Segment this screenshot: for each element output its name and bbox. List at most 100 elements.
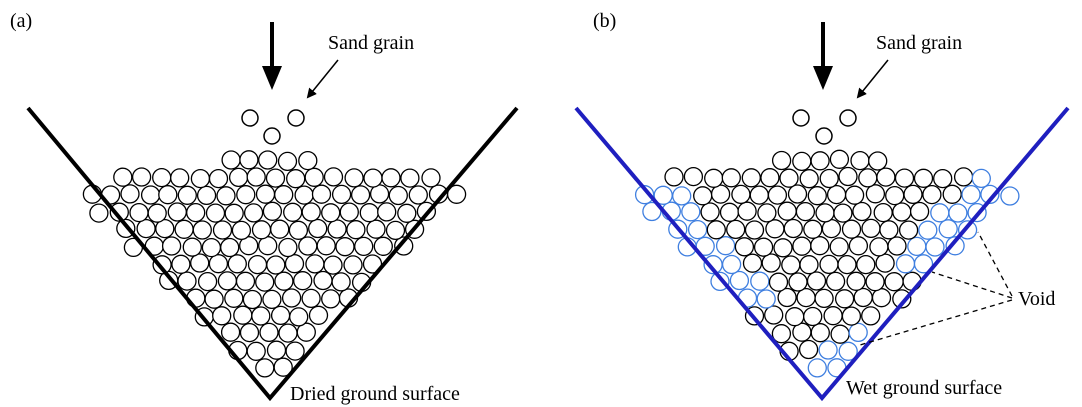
sand-grain (327, 219, 347, 239)
sand-grain (246, 167, 266, 187)
sand-grain (753, 237, 774, 257)
sand-grain (283, 202, 303, 222)
sand-grain (363, 168, 383, 188)
sand-grain (856, 254, 876, 275)
sand-grain (177, 271, 197, 291)
sand-grain (421, 168, 441, 188)
void-grain (980, 184, 1000, 205)
void-grain (695, 236, 715, 256)
sand-grain (719, 202, 740, 222)
sand-grain (331, 184, 352, 205)
sand-grain (892, 202, 912, 222)
sand-grain (853, 287, 873, 308)
sand-grain (171, 254, 191, 274)
sand-grain (868, 151, 888, 171)
panel-a: (a) Sand grain Dried ground surface (10, 10, 519, 405)
void-grain (913, 254, 934, 274)
sand-grain (861, 306, 881, 326)
sand-grain (798, 339, 819, 360)
sand-grain (281, 288, 302, 308)
sand-grain (760, 168, 780, 188)
sand-grain (771, 324, 792, 344)
sand-grain (346, 220, 366, 240)
panel-a-falling-grains (241, 109, 305, 145)
sand-grain (810, 151, 830, 171)
sand-grain (377, 202, 397, 222)
sand-grain (810, 323, 830, 343)
sand-grain (785, 307, 805, 327)
sand-grain (265, 168, 286, 188)
panel-a-down-arrow (262, 22, 282, 90)
sand-grain (190, 253, 210, 273)
sand-grain (288, 220, 309, 240)
sand-grain (825, 271, 846, 292)
panel-b-grains (634, 149, 1020, 378)
sand-grain (304, 167, 324, 187)
sand-grain (259, 322, 279, 343)
panel-b-grain-pointer (856, 59, 889, 99)
void-grain (930, 203, 950, 223)
void-grain (715, 236, 736, 256)
sand-grain (704, 168, 724, 188)
void-grain (838, 341, 858, 361)
sand-grain (909, 201, 930, 222)
sand-grain (221, 150, 241, 170)
sand-grain (344, 168, 364, 188)
sand-grain (359, 203, 379, 223)
sand-grain (806, 271, 827, 291)
void-grain (948, 203, 968, 223)
sand-grain (331, 272, 351, 292)
sand-grain (339, 202, 359, 222)
sand-grain (394, 236, 414, 256)
sand-grain (243, 203, 264, 223)
sand-grain (792, 151, 812, 172)
sand-grain (220, 237, 240, 258)
falling-grain (263, 127, 281, 145)
sand-grain (255, 358, 275, 378)
sand-grain (922, 184, 942, 205)
sand-grain (273, 357, 293, 377)
sand-grain (152, 167, 172, 188)
sand-grain (768, 272, 789, 292)
sand-grain (212, 306, 232, 326)
sand-grain (205, 203, 226, 223)
sand-grain (814, 288, 834, 309)
sand-grain (197, 271, 218, 292)
void-grain (895, 254, 916, 274)
sand-grain (783, 218, 803, 239)
sand-grain (850, 150, 870, 171)
panel-b-label: (b) (593, 10, 616, 32)
sand-grain (710, 184, 731, 204)
sand-grain (749, 185, 769, 205)
sand-grain (777, 287, 797, 308)
sand-grain (140, 185, 161, 205)
void-grain (945, 236, 965, 256)
void-grain (907, 236, 927, 257)
void-grain (1000, 186, 1020, 206)
sand-grain (953, 167, 974, 187)
sand-grain (788, 272, 808, 292)
sand-grain (235, 271, 256, 291)
sand-grain (838, 166, 858, 187)
void-grain (681, 202, 701, 222)
sand-grain (239, 322, 260, 343)
void-grain (642, 201, 662, 222)
sand-grain (208, 254, 229, 274)
sand-grain (177, 185, 197, 205)
panel-b-surface-label: Wet ground surface (846, 377, 1002, 399)
void-grain (687, 219, 708, 240)
sand-grain (298, 236, 318, 256)
sand-grain (255, 272, 275, 292)
sand-grain (764, 305, 784, 325)
sand-grain (208, 168, 229, 189)
sand-grain (196, 185, 217, 206)
sand-grain (799, 169, 819, 189)
sand-grain (301, 288, 321, 309)
sand-grain (251, 306, 271, 326)
sand-grain (186, 202, 206, 223)
sand-grain (301, 202, 321, 222)
void-grain (729, 270, 750, 291)
sand-grain (876, 167, 896, 187)
sand-grain (829, 149, 850, 169)
sand-grain (894, 168, 915, 188)
